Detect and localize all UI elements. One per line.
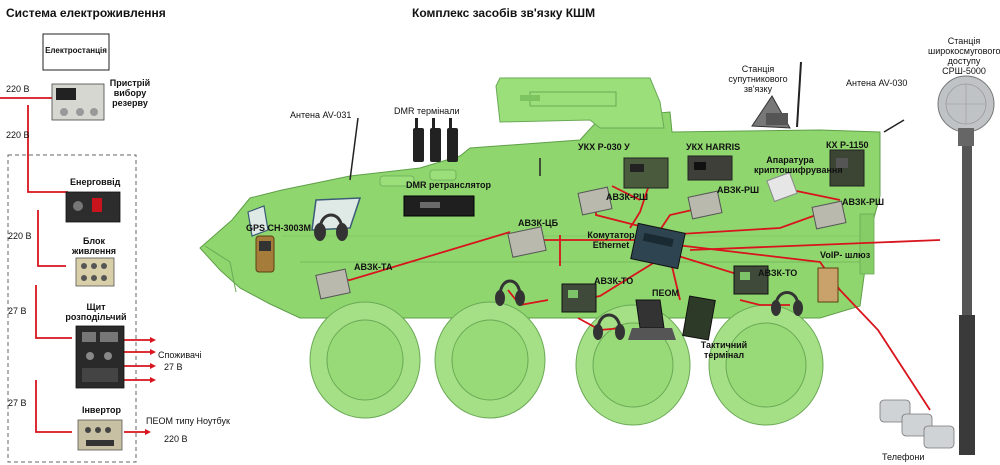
kx-r1150-label: КХ Р-1150 xyxy=(826,140,869,150)
tactical-terminal-label: Тактичний термінал xyxy=(700,340,748,360)
telephones-label: Телефони xyxy=(882,452,925,462)
avzk-cb-label: АВЗК-ЦБ xyxy=(518,218,559,228)
peom-label: ПЕОМ xyxy=(652,288,679,298)
voltage-label-220-b: 220 В xyxy=(6,130,30,140)
energy-input-label: Енерговвід xyxy=(70,177,121,187)
antenna-lines xyxy=(349,61,905,181)
satellite-terminal-graphic xyxy=(751,95,791,129)
ethernet-switch-label: Комутатор Ethernet xyxy=(587,230,635,250)
crypto-equipment-label: Апаратура криптошифрування xyxy=(754,155,843,175)
satellite-station-label: Станція супутникового зв'язку xyxy=(728,64,788,94)
telephones-graphic xyxy=(879,399,955,449)
power-subsystem-frame xyxy=(7,154,137,463)
avzk-to-1-label: АВЗК-ТО xyxy=(594,276,634,286)
ukx-r030-label: УКХ Р-030 У xyxy=(578,142,630,152)
laptop-pc-label: ПЕОМ типу Ноутбук xyxy=(146,416,230,426)
voltage-label-220-c: 220 В xyxy=(8,231,32,241)
power-devices xyxy=(42,33,125,451)
laptop-voltage-label: 220 В xyxy=(164,434,188,444)
wheels xyxy=(309,301,824,426)
inverter-label: Інвертор xyxy=(82,405,122,415)
avzk-to-2-label: АВЗК-ТО xyxy=(758,268,798,278)
comm-devices xyxy=(255,118,865,341)
voltage-label-27-a: 27 В xyxy=(8,306,27,316)
antenna-av031-label: Антена AV-031 xyxy=(290,110,352,120)
generator-box xyxy=(42,33,110,71)
avzk-ta-label: АВЗК-ТА xyxy=(354,262,393,272)
consumers-label: Споживачі xyxy=(158,350,202,360)
broadband-station-label: Станція широкосмугового доступу СРШ-5000 xyxy=(928,36,1000,76)
consumers-voltage-label: 27 В xyxy=(164,362,183,372)
broadband-mast xyxy=(937,75,995,455)
ukx-harris-label: УКХ HARRIS xyxy=(686,142,741,152)
reserve-selector-label: Пристрій вибору резерву xyxy=(109,78,151,108)
avzk-rsh-2-label: АВЗК-РШ xyxy=(717,185,760,195)
dmr-repeater-label: DMR ретранслятор xyxy=(406,180,491,190)
distribution-panel-label: Щит розподільчий xyxy=(65,302,127,322)
voip-gateway-label: VoIP- шлюз xyxy=(820,250,871,260)
gps-label: GPS CH-3003M xyxy=(246,223,312,233)
power-system-title: Система електроживлення xyxy=(6,6,166,20)
avzk-rsh-3-label: АВЗК-РШ xyxy=(842,197,885,207)
comms-complex-title: Комплекс засобів зв'язку КШМ xyxy=(412,6,596,20)
input-voltage-label: 220 В xyxy=(6,84,30,94)
power-station-label: Електростанція xyxy=(45,46,107,55)
avzk-rsh-1-label: АВЗК-РШ xyxy=(606,192,649,202)
voltage-label-27-b: 27 В xyxy=(8,398,27,408)
antenna-av030-label: Антена AV-030 xyxy=(846,78,908,88)
dmr-terminals-label: DMR термінали xyxy=(394,106,460,116)
power-supply-label: Блок живлення xyxy=(71,236,117,256)
consumer-arrows xyxy=(145,337,156,435)
